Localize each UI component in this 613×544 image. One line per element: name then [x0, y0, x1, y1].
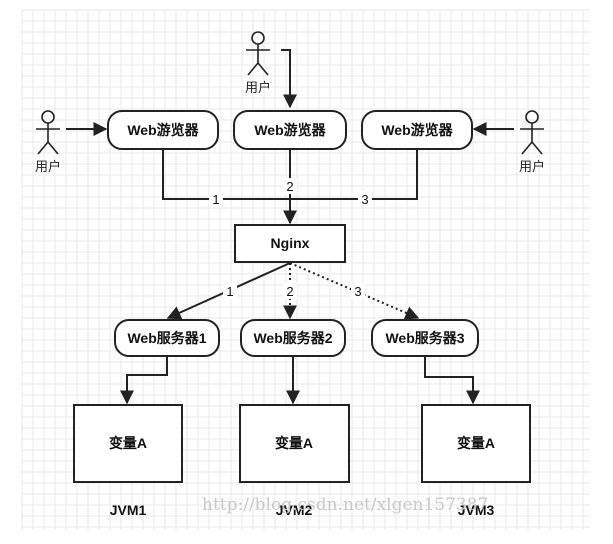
user-label: 用户: [519, 159, 545, 174]
browser-node-3[interactable]: Web游览器: [361, 110, 473, 150]
variable-label: 变量A: [109, 435, 147, 451]
edge-browser-1-to-nginx: [162, 150, 290, 200]
edge-label-upstream-2: 2: [286, 179, 293, 194]
user-label: 用户: [245, 80, 271, 95]
variable-label: 变量A: [275, 435, 313, 451]
user-icon: [36, 110, 60, 155]
jvm-label-1: JVM1: [110, 502, 147, 518]
web-server-node-3[interactable]: Web服务器3: [371, 319, 479, 357]
browser-label: Web游览器: [127, 122, 199, 138]
edge-user-to-browser-2: [281, 49, 297, 109]
nginx-node[interactable]: Nginx: [234, 224, 346, 263]
web-server-label: Web服务器3: [385, 330, 464, 346]
edge-label-downstream-3: 3: [354, 284, 361, 299]
variable-box-1[interactable]: 变量A: [73, 404, 183, 483]
edge-browser-3-to-nginx: [290, 150, 418, 200]
user-label: 用户: [35, 159, 61, 174]
web-server-node-1[interactable]: Web服务器1: [114, 319, 220, 357]
web-server-label: Web服务器2: [253, 330, 332, 346]
variable-label: 变量A: [457, 435, 495, 451]
web-server-label: Web服务器1: [127, 330, 206, 346]
edge-label-downstream-2: 2: [286, 284, 293, 299]
jvm-label-3: JVM3: [458, 502, 495, 518]
web-server-node-2[interactable]: Web服务器2: [240, 319, 346, 357]
watermark-text: http://blog.csdn.net/xlgen157387: [202, 495, 488, 515]
jvm-label-2: JVM2: [276, 502, 313, 518]
edge-label-upstream-1: 1: [212, 192, 219, 207]
edge-server-1-to-jvm-1: [120, 357, 168, 405]
user-left[interactable]: 用户: [35, 110, 61, 174]
user-top[interactable]: 用户: [245, 31, 271, 95]
edge-server-3-to-jvm-3: [424, 357, 480, 405]
browser-node-1[interactable]: Web游览器: [107, 110, 219, 150]
edge-nginx-to-server-3: [289, 262, 420, 320]
nginx-label: Nginx: [271, 235, 310, 251]
variable-box-3[interactable]: 变量A: [421, 404, 531, 483]
user-icon: [520, 110, 544, 155]
edge-label-upstream-3: 3: [361, 192, 368, 207]
browser-node-2[interactable]: Web游览器: [233, 110, 347, 150]
browser-label: Web游览器: [381, 122, 453, 138]
user-icon: [246, 31, 270, 76]
variable-box-2[interactable]: 变量A: [239, 404, 350, 483]
browser-label: Web游览器: [254, 122, 326, 138]
user-right[interactable]: 用户: [519, 110, 545, 174]
edge-label-downstream-1: 1: [226, 284, 233, 299]
